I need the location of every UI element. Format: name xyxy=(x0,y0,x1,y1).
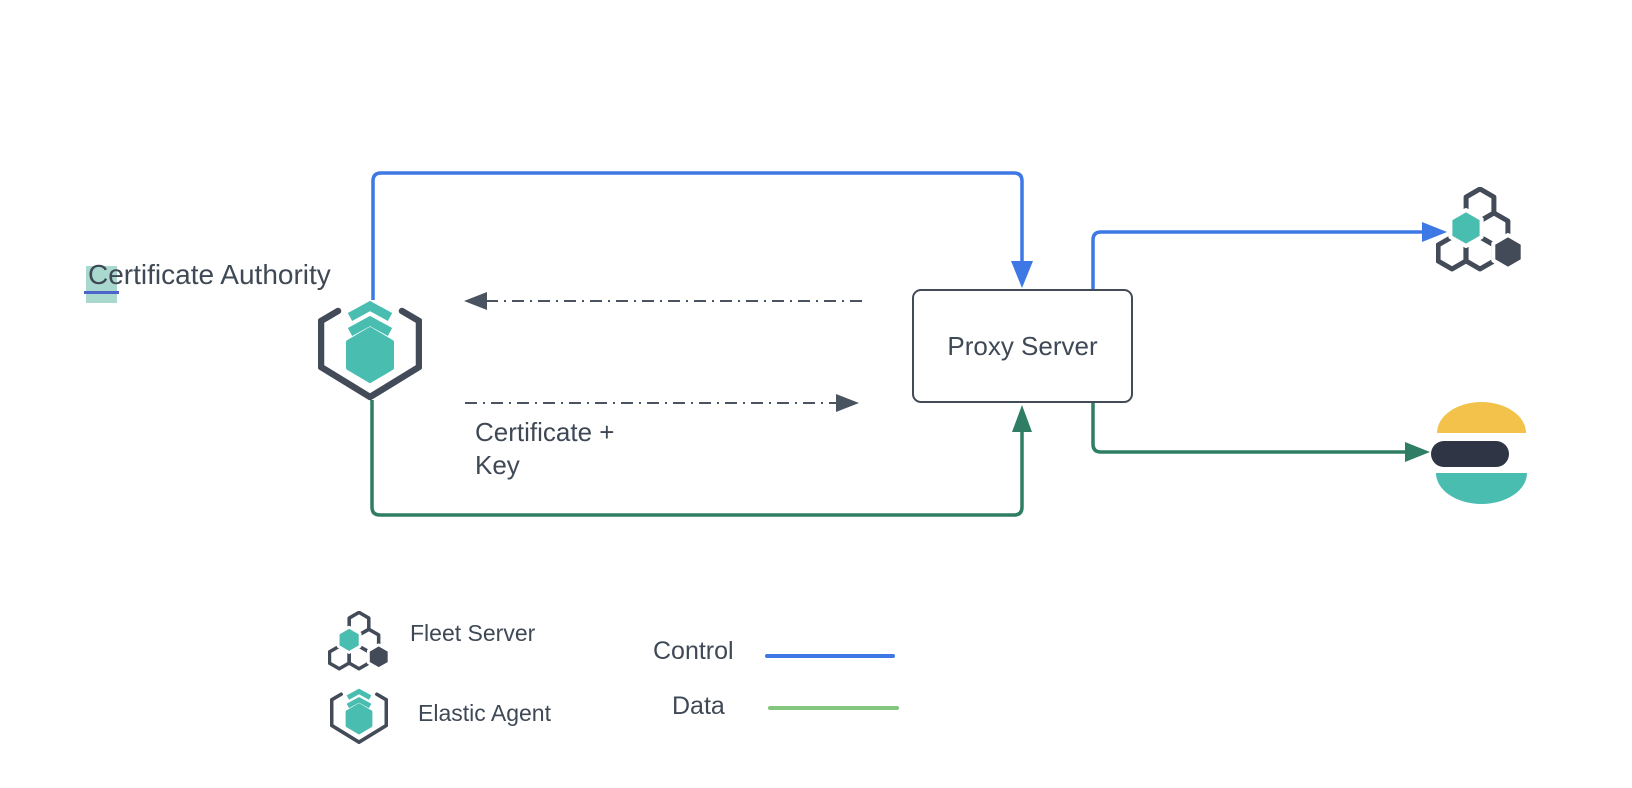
legend-elastic-agent-icon[interactable] xyxy=(330,687,388,745)
agent-center-hexagon xyxy=(345,703,373,735)
arrowhead-right-icon xyxy=(1422,222,1447,242)
certificate-key-line1: Certificate + xyxy=(475,417,615,447)
legend-fleet-server-icon[interactable] xyxy=(328,611,390,673)
elasticsearch-middle-bar xyxy=(1431,441,1509,467)
legend-elastic-agent-label[interactable]: Elastic Agent xyxy=(418,700,551,726)
selected-char-highlight xyxy=(86,266,117,303)
agent-chevron xyxy=(346,688,372,700)
elasticsearch-bottom-dome xyxy=(1436,473,1527,504)
elasticsearch-top-dome xyxy=(1437,402,1526,433)
agent-chevron xyxy=(347,300,393,321)
control-edge-proxy-to-fleet[interactable] xyxy=(1091,222,1447,289)
dashdot-edge-proxy-to-agent[interactable] xyxy=(464,292,863,310)
fleet-teal-hexagon xyxy=(1448,208,1484,248)
agent-chevron xyxy=(347,315,393,336)
fleet-dark-hexagon xyxy=(1491,233,1524,271)
arrowhead-left-icon xyxy=(464,292,487,310)
certificate-authority-label-highlighted-char: C xyxy=(88,259,109,290)
arrowhead-up-icon xyxy=(1012,405,1032,432)
text-caret xyxy=(84,291,119,294)
proxy-server-label: Proxy Server xyxy=(947,330,1098,361)
fleet-server-icon[interactable] xyxy=(1436,187,1524,275)
agent-hexagon-outline xyxy=(330,692,388,745)
certificate-authority-label-rest: ertificate Authority xyxy=(108,259,331,290)
arrowhead-right-icon xyxy=(836,394,859,412)
dashdot-edge-agent-to-proxy[interactable] xyxy=(465,394,859,412)
elasticsearch-icon[interactable] xyxy=(1430,400,1530,507)
agent-chevron xyxy=(346,696,372,709)
certificate-key-line2: Key xyxy=(475,450,520,480)
fleet-teal-hexagon xyxy=(336,625,362,654)
data-edge-proxy-to-elasticsearch[interactable] xyxy=(1091,403,1430,462)
elastic-agent-icon[interactable] xyxy=(318,298,422,402)
legend-fleet-server-label[interactable]: Fleet Server xyxy=(410,620,536,646)
certificate-authority-label[interactable]: Certificate Authority xyxy=(88,258,331,292)
data-edge-agent-to-proxy[interactable] xyxy=(370,400,1032,517)
proxy-server-node[interactable]: Proxy Server xyxy=(912,289,1133,403)
certificate-key-label[interactable]: Certificate + Key xyxy=(475,416,614,482)
control-edge-agent-to-proxy[interactable] xyxy=(371,171,1033,300)
legend-data-label[interactable]: Data xyxy=(672,692,725,720)
agent-hexagon-outline xyxy=(318,307,422,401)
arrowhead-down-icon xyxy=(1011,261,1033,288)
arrowhead-right-icon xyxy=(1405,442,1430,462)
fleet-dark-hexagon xyxy=(366,643,390,671)
agent-center-hexagon xyxy=(346,327,394,383)
legend-control-label[interactable]: Control xyxy=(653,637,734,665)
